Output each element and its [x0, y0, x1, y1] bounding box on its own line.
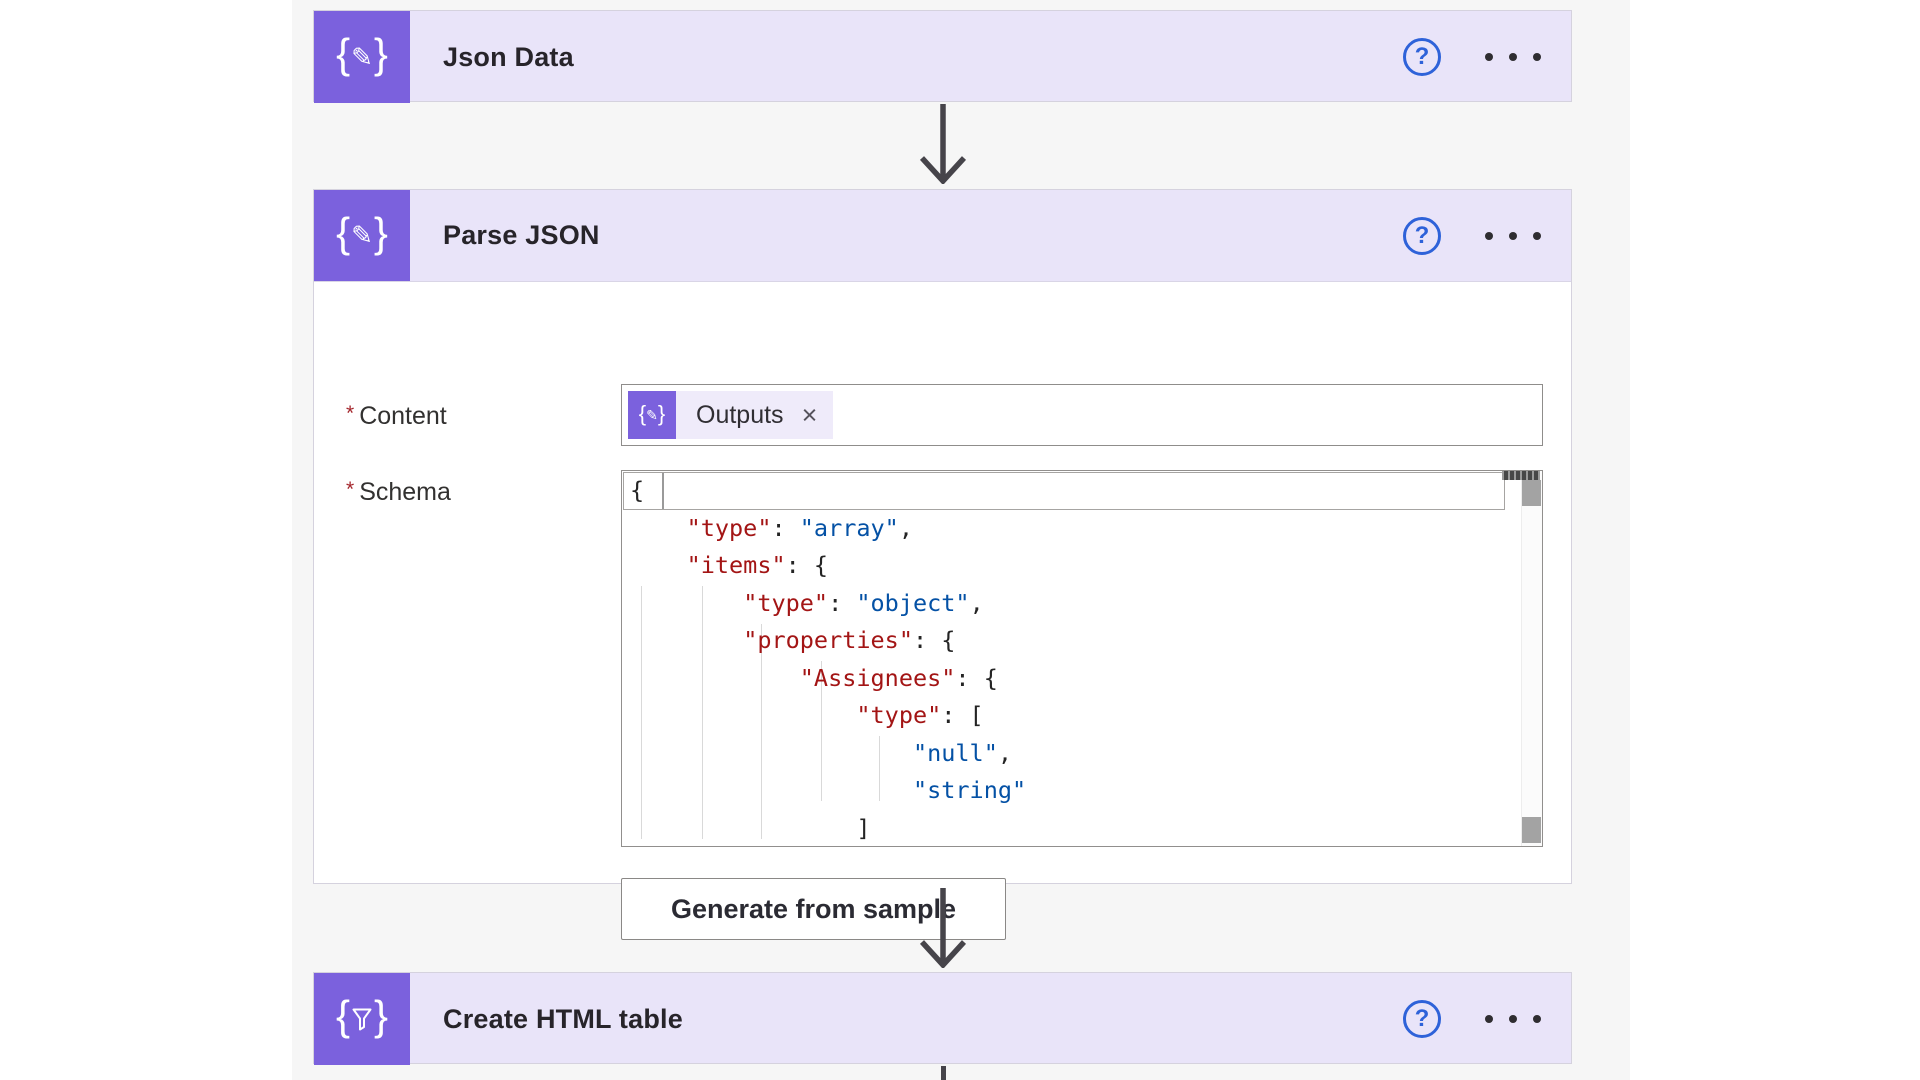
connector-arrow	[919, 888, 967, 968]
content-field-label: *Content	[346, 402, 447, 430]
create-html-table-header[interactable]: {} Create HTML table ?	[314, 973, 1571, 1065]
connector-line-stub	[941, 1066, 946, 1080]
card-title-parse-json: Parse JSON	[443, 220, 600, 250]
more-options-icon[interactable]	[1485, 47, 1541, 67]
text-cursor	[662, 473, 664, 509]
card-title-json-data: Json Data	[443, 41, 574, 72]
more-options-icon[interactable]	[1485, 1009, 1541, 1029]
outputs-token[interactable]: {✎} Outputs ×	[628, 391, 834, 439]
help-icon[interactable]: ?	[1403, 216, 1441, 255]
schema-editor[interactable]: { "type": "array", "items": { "type": "o…	[621, 470, 1543, 847]
help-icon[interactable]: ?	[1403, 38, 1441, 76]
scrollbar-thumb[interactable]	[1522, 480, 1541, 506]
parse-json-body: *Content {✎} Outputs × *Schema	[314, 282, 1571, 940]
token-label: Outputs	[696, 400, 784, 429]
content-input[interactable]: {✎} Outputs ×	[621, 384, 1543, 446]
connector-arrow	[919, 104, 967, 184]
json-data-header[interactable]: {✎} Json Data ?	[314, 11, 1571, 103]
more-options-icon[interactable]	[1485, 226, 1541, 246]
action-card-json-data[interactable]: {✎} Json Data ?	[313, 10, 1572, 103]
required-mark: *	[346, 402, 355, 425]
scrollbar-thumb[interactable]	[1522, 817, 1541, 843]
funnel-icon	[352, 1008, 372, 1030]
braces-funnel-icon: {}	[314, 973, 410, 1065]
schema-field-label: *Schema	[346, 478, 451, 506]
schema-code: { "type": "array", "items": { "type": "o…	[630, 476, 1027, 842]
braces-pencil-icon: {✎}	[314, 190, 410, 281]
action-card-create-html-table[interactable]: {} Create HTML table ?	[313, 972, 1572, 1065]
vertical-scrollbar[interactable]	[1502, 471, 1542, 846]
card-title-create-html-table: Create HTML table	[443, 1003, 683, 1034]
help-icon[interactable]: ?	[1403, 1000, 1441, 1038]
remove-token-icon[interactable]: ×	[801, 399, 818, 430]
scrollbar-grip-icon[interactable]	[1502, 471, 1540, 480]
braces-pencil-icon: {✎}	[628, 391, 676, 439]
action-card-parse-json: {✎} Parse JSON ? *Content {✎} Outputs	[313, 189, 1572, 940]
parse-json-header[interactable]: {✎} Parse JSON ?	[314, 190, 1571, 282]
braces-pencil-icon: {✎}	[314, 11, 410, 103]
required-mark: *	[346, 478, 355, 501]
